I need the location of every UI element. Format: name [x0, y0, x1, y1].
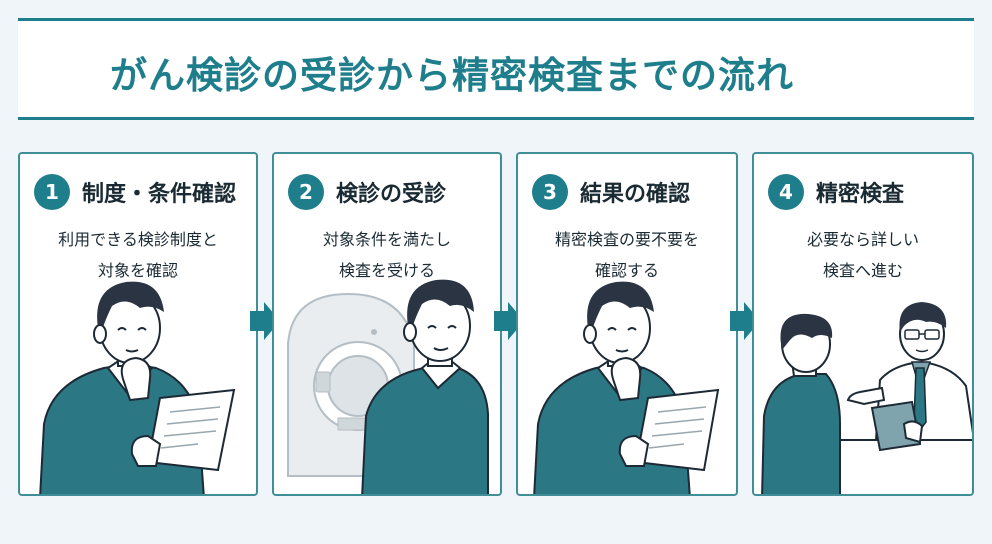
step-card-3: 3 結果の確認 精密検査の要不要を 確認する: [516, 152, 738, 496]
step-card-4: 4 精密検査 必要なら詳しい 検査へ進む: [752, 152, 974, 496]
step-number-badge: 3: [532, 174, 568, 210]
step-number-badge: 2: [288, 174, 324, 210]
next-arrow-icon: [730, 302, 760, 340]
step-card-2: 2 検診の受診 対象条件を満たし 検査を受ける: [272, 152, 502, 496]
step-description: 対象条件を満たし 検査を受ける: [322, 230, 451, 280]
step-title: 結果の確認: [580, 182, 691, 207]
title-band: がん検診の受診から精密検査までの流れ: [18, 18, 974, 120]
step-number-badge: 1: [34, 174, 70, 210]
page-title: がん検診の受診から精密検査までの流れ: [110, 54, 794, 97]
patient-at-scanner-illustration: [287, 279, 489, 494]
step-header: 1 制度・条件確認: [34, 174, 236, 210]
step-description: 必要なら詳しい 検査へ進む: [806, 230, 919, 280]
step-title: 検診の受診: [336, 182, 447, 207]
step-description: 精密検査の要不要を 確認する: [554, 230, 699, 280]
step-title: 制度・条件確認: [82, 182, 237, 207]
step-header: 2 検診の受診: [288, 174, 446, 210]
step-header: 4 精密検査: [768, 174, 904, 210]
man-reading-document-illustration: [39, 281, 236, 494]
step-card-1: 1 制度・条件確認 利用できる検診制度と 対象を確認: [18, 152, 258, 496]
doctor-consultation-illustration: [761, 302, 972, 494]
step-header: 3 結果の確認: [532, 174, 690, 210]
step-number-badge: 4: [768, 174, 804, 210]
step-description: 利用できる検診制度と 対象を確認: [58, 230, 218, 280]
next-arrow-icon: [494, 302, 524, 340]
man-reviewing-result-illustration: [533, 281, 720, 494]
next-arrow-icon: [250, 302, 280, 340]
step-title: 精密検査: [816, 182, 905, 207]
